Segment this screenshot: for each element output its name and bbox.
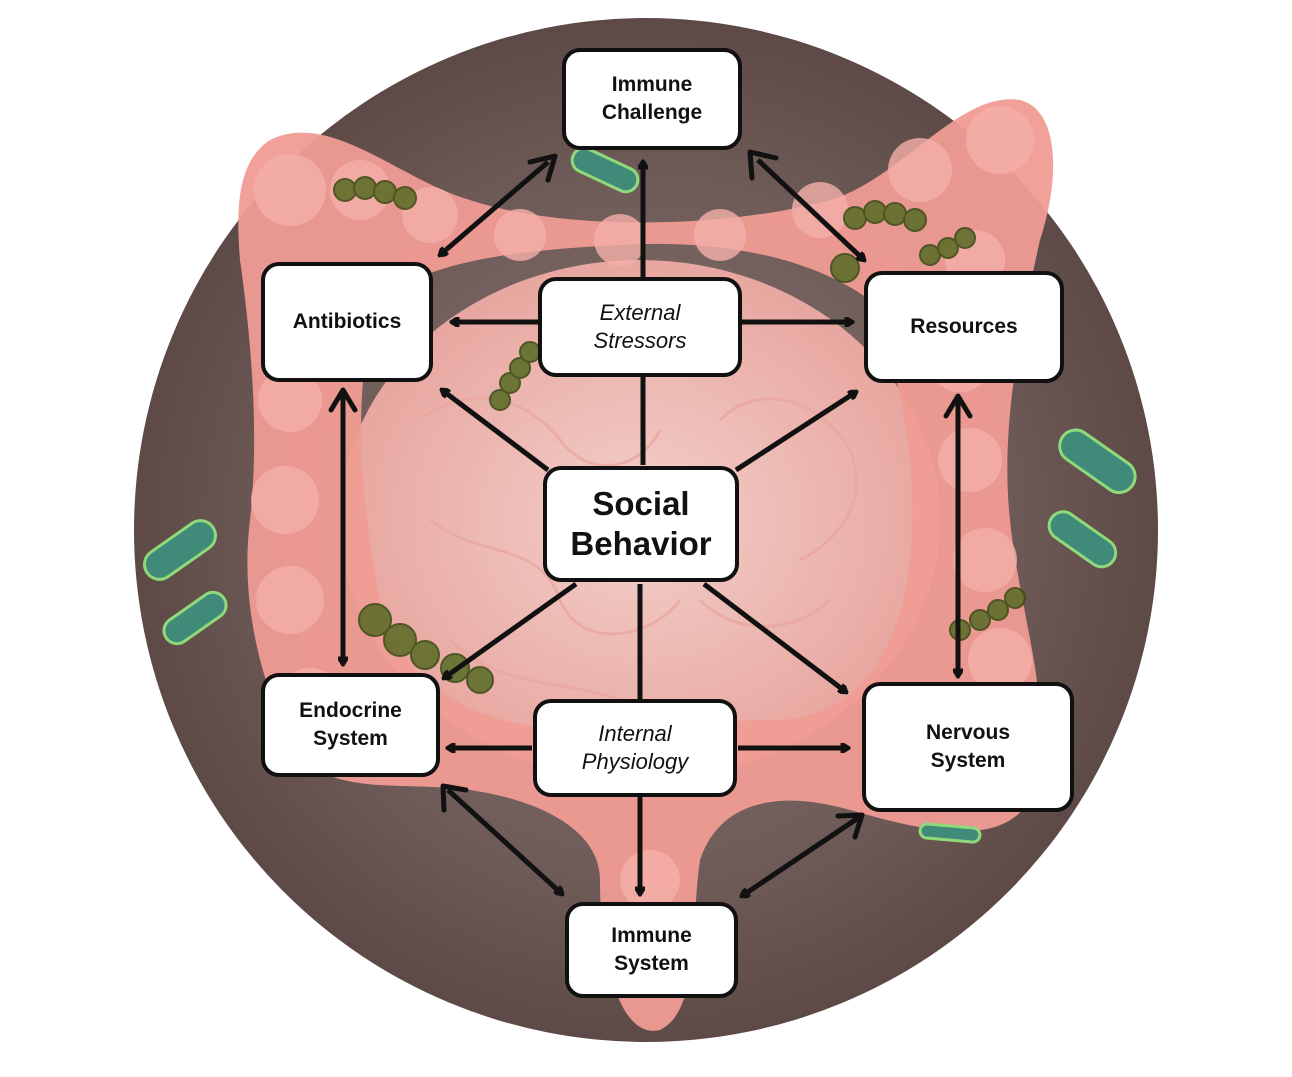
reverse-arrowheads — [328, 149, 973, 840]
node-resources: Resources — [864, 271, 1064, 383]
node-nervous-system-label: Nervous System — [925, 721, 1011, 772]
node-external-stressors: External Stressors — [538, 277, 742, 377]
arrows — [343, 158, 958, 896]
arrow-social-nervous — [702, 582, 846, 692]
node-immune-system: Immune System — [565, 902, 738, 998]
cocci-bacteria — [333, 176, 1026, 694]
node-resources-label: Resources — [910, 315, 1018, 338]
node-immune-system-label: Immune System — [611, 924, 692, 975]
arrow-challenge-antibiotics — [440, 160, 550, 255]
node-social-behavior: Social Behavior — [543, 466, 739, 582]
arrow-social-antibiotics — [442, 390, 550, 472]
node-immune-challenge-label: Immune Challenge — [601, 73, 703, 124]
node-antibiotics: Antibiotics — [261, 262, 433, 382]
arrow-challenge-resources — [756, 158, 864, 260]
arrow-nervous-immune-system — [742, 815, 860, 896]
node-immune-challenge: Immune Challenge — [562, 48, 742, 150]
node-antibiotics-label: Antibiotics — [292, 310, 402, 333]
node-nervous-system: Nervous System — [862, 682, 1074, 812]
arrow-social-endocrine — [444, 581, 578, 678]
arrow-endocrine-immune-system — [446, 788, 562, 894]
node-external-stressors-label: External Stressors — [593, 300, 687, 353]
node-internal-physiology-label: Internal Physiology — [581, 721, 689, 774]
node-endocrine-system: Endocrine System — [261, 673, 440, 777]
rod-bacteria — [143, 146, 1137, 844]
node-internal-physiology: Internal Physiology — [533, 699, 737, 797]
small-intestine-loops — [419, 396, 858, 702]
node-social-behavior-label: Social Behavior — [570, 485, 712, 562]
node-endocrine-system-label: Endocrine System — [299, 699, 402, 750]
colon-shape — [238, 99, 1054, 1031]
arrow-social-resources — [734, 392, 856, 473]
